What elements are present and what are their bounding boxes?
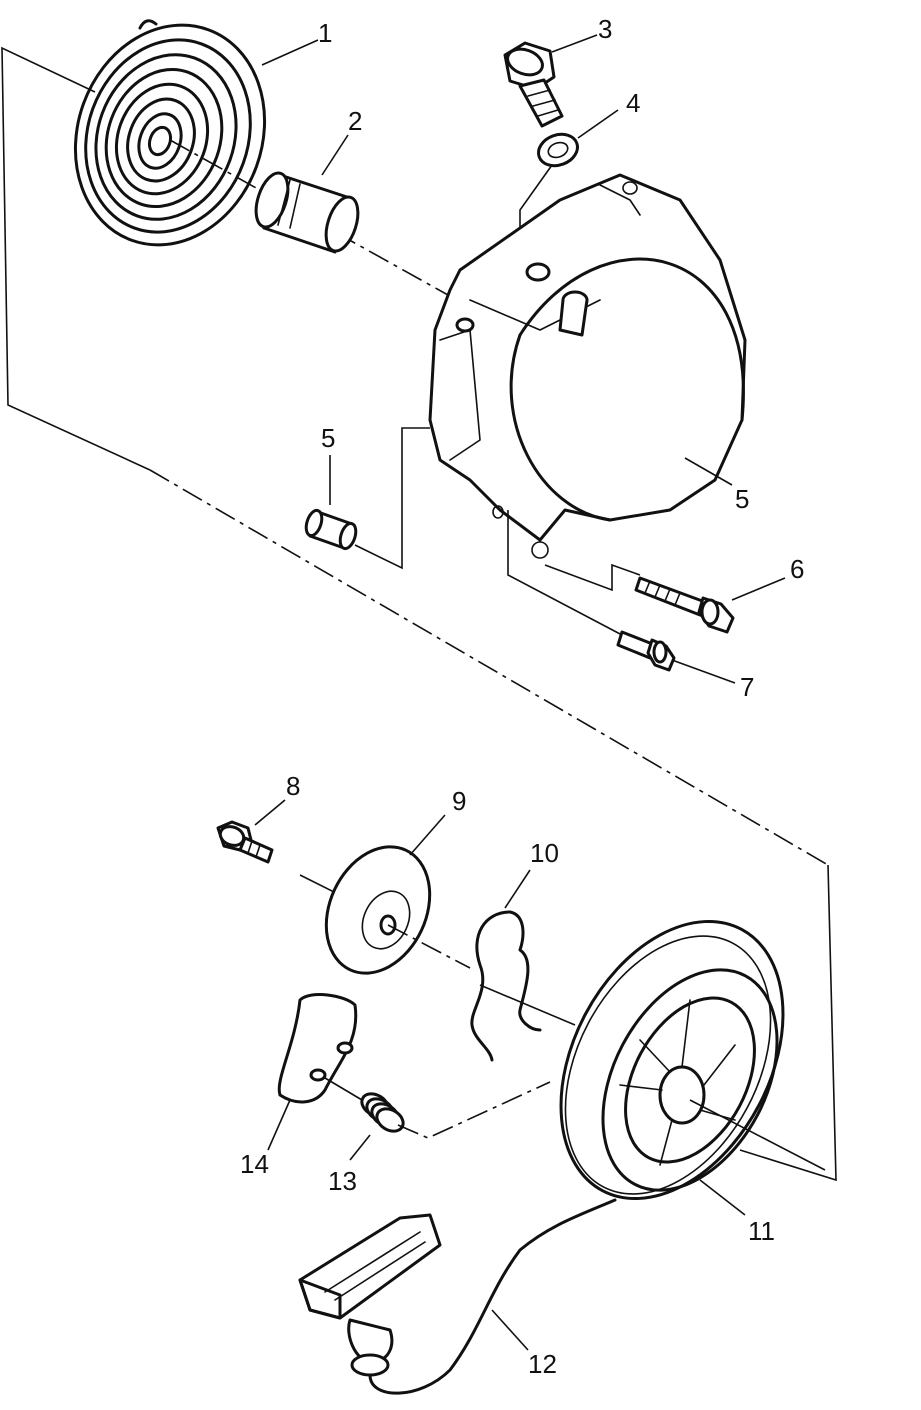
callout-7: 7 xyxy=(740,672,754,702)
spiral-spring xyxy=(73,19,267,247)
callout-leaders xyxy=(254,34,786,1216)
callout-9: 9 xyxy=(452,786,466,816)
callout-11: 11 xyxy=(748,1216,775,1246)
plate-to-reel xyxy=(479,984,576,1026)
return-spring-clip-10 xyxy=(470,910,542,1062)
spring-axis xyxy=(397,1081,551,1139)
plate-axis xyxy=(387,924,471,969)
flange-bolt-3 xyxy=(503,41,564,128)
long-bolt-6 xyxy=(634,576,735,634)
callout-labels: 1 2 3 4 5 5 6 7 8 9 10 11 12 13 14 xyxy=(240,14,804,1379)
callout-4: 4 xyxy=(626,88,640,118)
starter-handle-12 xyxy=(298,1198,617,1395)
ratchet-pawl-14 xyxy=(277,993,358,1104)
small-bushing-leader xyxy=(354,427,430,570)
bolt6-leader xyxy=(544,563,641,592)
bushing-small xyxy=(304,508,358,551)
short-bolt-7 xyxy=(616,630,676,672)
callout-3: 3 xyxy=(598,14,612,44)
callout-10: 10 xyxy=(530,838,559,868)
assembly-outline-lines xyxy=(1,46,837,1182)
callout-5-housing: 5 xyxy=(735,484,749,514)
callout-6: 6 xyxy=(790,554,804,584)
callout-1: 1 xyxy=(318,18,332,48)
reel-axis xyxy=(689,1099,826,1171)
rope-reel-11 xyxy=(559,919,785,1201)
callout-8: 8 xyxy=(286,771,300,801)
callout-12: 12 xyxy=(528,1349,557,1379)
washer-4 xyxy=(537,132,579,168)
callout-13: 13 xyxy=(328,1166,357,1196)
callout-5-bushing: 5 xyxy=(321,423,335,453)
friction-plate-9 xyxy=(324,845,432,975)
pawl-leader xyxy=(324,1077,363,1101)
starter-housing xyxy=(428,173,747,559)
callout-2: 2 xyxy=(348,106,362,136)
bushing-large xyxy=(254,171,360,254)
bolt-8 xyxy=(216,820,274,864)
pawl-spring-13 xyxy=(360,1092,405,1133)
rope-leader xyxy=(491,1309,529,1351)
bolt7-leader xyxy=(507,510,623,636)
callout-14: 14 xyxy=(240,1149,269,1179)
